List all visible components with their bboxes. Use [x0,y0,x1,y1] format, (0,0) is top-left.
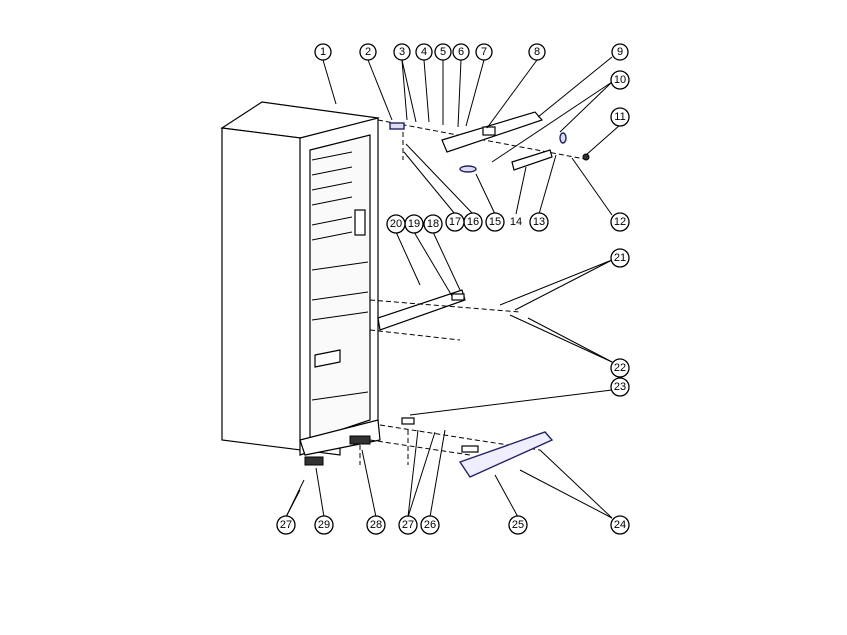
callout-27-left: 27 [276,515,296,535]
callout-number: 14 [510,216,522,228]
callout-number: 20 [390,218,402,230]
callout-26: 26 [420,515,440,535]
callout-number: 19 [408,218,420,230]
callout-19: 19 [404,214,424,234]
callout-8: 8 [528,43,546,61]
callout-number: 4 [421,46,427,58]
callout-29: 29 [314,515,334,535]
callout-number: 27 [280,519,292,531]
callout-15: 15 [485,212,505,232]
top-hinge-assembly [377,111,591,173]
callout-21: 21 [610,248,630,268]
callout-13: 13 [529,212,549,232]
bottom-assembly [359,417,554,478]
callout-number: 15 [489,216,501,228]
callout-18: 18 [423,214,443,234]
callout-number: 1 [320,46,326,58]
callout-17: 17 [445,212,465,232]
callout-1: 1 [314,43,332,61]
callout-number: 6 [458,46,464,58]
callout-number: 2 [365,46,371,58]
callout-number: 28 [370,519,382,531]
callout-25: 25 [508,515,528,535]
callout-5: 5 [434,43,452,61]
callout-number: 17 [449,216,461,228]
callout-number: 18 [427,218,439,230]
callout-22: 22 [610,358,630,378]
callout-number: 27 [402,519,414,531]
callout-number: 3 [399,46,405,58]
callout-23: 23 [610,377,630,397]
callout-7: 7 [475,43,493,61]
callout-number: 10 [614,74,626,86]
leader-lines [285,56,621,519]
callout-number: 23 [614,381,626,393]
callout-24: 24 [610,515,630,535]
callout-27-center: 27 [398,515,418,535]
callout-number: 7 [481,46,487,58]
callout-number: 11 [614,111,625,123]
callout-number: 5 [440,46,446,58]
refrigerator-cabinet [220,101,381,466]
callout-12: 12 [610,212,630,232]
callout-number: 8 [534,46,540,58]
callout-number: 9 [617,46,623,58]
callout-number: 16 [467,216,479,228]
callout-10: 10 [610,70,630,90]
callout-number: 26 [424,519,436,531]
callout-number: 29 [318,519,330,531]
callout-6: 6 [452,43,470,61]
callout-number: 13 [533,216,545,228]
callout-11: 11 [610,107,630,127]
callout-2: 2 [359,43,377,61]
callout-4: 4 [415,43,433,61]
callout-number: 25 [512,519,524,531]
callout-9: 9 [611,43,629,61]
middle-hinge-assembly [369,289,521,341]
callout-number: 21 [614,252,626,264]
callout-28: 28 [366,515,386,535]
callout-14: 14 [510,216,522,228]
callout-number: 24 [614,519,626,531]
callout-number: 12 [614,216,626,228]
callout-16: 16 [463,212,483,232]
callout-20: 20 [386,214,406,234]
callout-3: 3 [393,43,411,61]
callout-number: 22 [614,362,626,374]
